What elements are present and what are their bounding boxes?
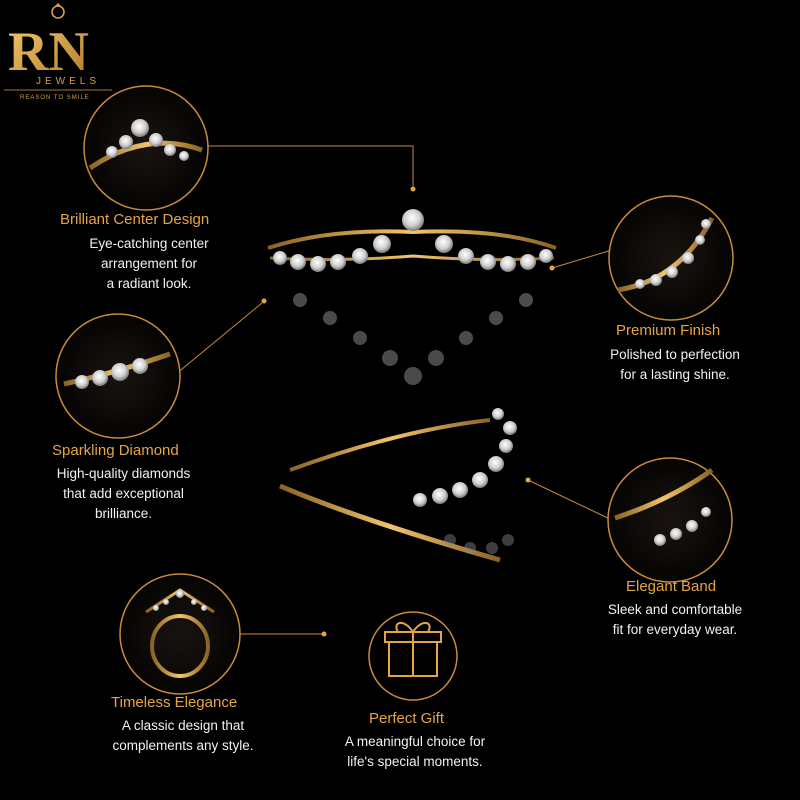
detail-circle-timeless-elegance: [119, 573, 241, 695]
detail-circle-center-design: [83, 85, 209, 211]
detail-circle-sparkling-diamond: [55, 313, 181, 439]
connector-lines: [175, 145, 613, 635]
connector-premium-finish: [551, 249, 613, 269]
feature-desc-center-design: Eye-catching center arrangement for a ra…: [89, 236, 209, 291]
gift-icon: [384, 622, 442, 677]
feature-desc-timeless-elegance: A classic design that complements any st…: [112, 718, 254, 753]
feature-desc-sparkling-diamond: High-quality diamonds that add exception…: [56, 466, 191, 521]
connector-sparkling-diamond: [175, 302, 263, 375]
connector-center-design: [206, 145, 414, 186]
feature-title-center-design: Brilliant Center Design: [60, 211, 210, 228]
brand-monogram: RN: [8, 21, 89, 83]
feature-title-sparkling-diamond: Sparkling Diamond: [52, 442, 179, 459]
feature-title-premium-finish: Premium Finish: [616, 322, 721, 339]
feature-desc-premium-finish: Polished to perfection for a lasting shi…: [610, 347, 740, 382]
feature-title-elegant-band: Elegant Band: [626, 578, 717, 595]
feature-desc-perfect-gift: A meaningful choice for life's special m…: [344, 734, 486, 769]
detail-circle-elegant-band: [607, 457, 733, 583]
ring-image-top-view: [267, 209, 557, 385]
detail-circle-premium-finish: [608, 195, 734, 321]
detail-circle-perfect-gift: [368, 611, 458, 701]
brand-tagline: REASON TO SMILE: [20, 95, 90, 101]
feature-desc-elegant-band: Sleek and comfortable fit for everyday w…: [607, 602, 743, 637]
ring-image-side-view: [279, 408, 517, 563]
brand-logo: RN JEWELS REASON TO SMILE: [4, 3, 112, 101]
feature-title-timeless-elegance: Timeless Elegance: [111, 694, 238, 711]
feature-title-perfect-gift: Perfect Gift: [369, 710, 445, 727]
connector-elegant-band: [529, 480, 613, 521]
brand-name: JEWELS: [36, 76, 100, 87]
